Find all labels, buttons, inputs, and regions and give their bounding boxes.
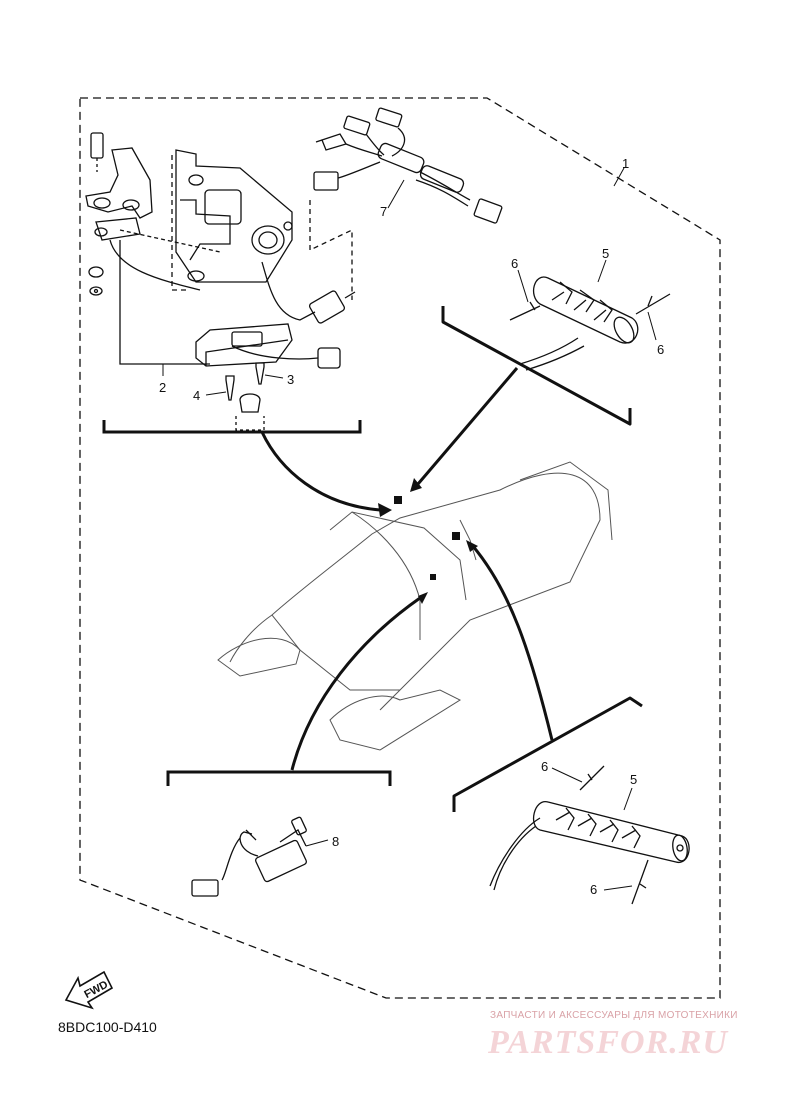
switch-box-assembly: [85, 132, 356, 431]
leader-6b: [647, 311, 657, 341]
leader-5b: [623, 787, 633, 811]
group-bracket-right-top: [441, 306, 632, 426]
watermark-logo: PARTSFOR.RU: [488, 1024, 728, 1061]
part-code: 8BDC100-D410: [58, 1019, 157, 1035]
switch-8: [191, 816, 308, 897]
callout-2: 2: [159, 380, 166, 395]
leader-8: [305, 839, 329, 847]
callout-1: 1: [622, 156, 629, 171]
grip-warmer-upper: [509, 276, 671, 371]
group-bracket-bottom-left: [166, 770, 392, 786]
kit-boundary: [79, 97, 721, 999]
wire-harness: [313, 107, 503, 224]
callout-6a: 6: [511, 256, 518, 271]
leader-1: [613, 167, 625, 187]
callout-8: 8: [332, 834, 339, 849]
grip-warmer-lower: [489, 765, 690, 905]
callout-3: 3: [287, 372, 294, 387]
callout-5a: 5: [602, 246, 609, 261]
leader-6c: [551, 767, 583, 783]
group-bracket-bottom-right: [452, 696, 643, 812]
leader-6a: [517, 269, 529, 303]
leader-4: [205, 391, 227, 396]
fwd-arrow-icon: FWD: [64, 970, 114, 1010]
callout-6b: 6: [657, 342, 664, 357]
callout-4: 4: [193, 388, 200, 403]
leader-7: [387, 179, 405, 209]
callout-7: 7: [380, 204, 387, 219]
watermark-tagline: ЗАПЧАСТИ И АКСЕССУАРЫ ДЛЯ МОТОТЕХНИКИ: [490, 1010, 738, 1021]
group-bracket-left: [102, 420, 362, 434]
callout-5b: 5: [630, 772, 637, 787]
leader-6d: [603, 885, 633, 891]
callout-6d: 6: [590, 882, 597, 897]
arrow-heads: [378, 478, 478, 604]
pointer-arrows: [260, 367, 554, 771]
snowmobile-outline: [217, 461, 613, 751]
leader-5a: [597, 259, 607, 283]
leader-3: [264, 374, 284, 379]
callout-6c: 6: [541, 759, 548, 774]
sled-markers: [394, 496, 460, 580]
